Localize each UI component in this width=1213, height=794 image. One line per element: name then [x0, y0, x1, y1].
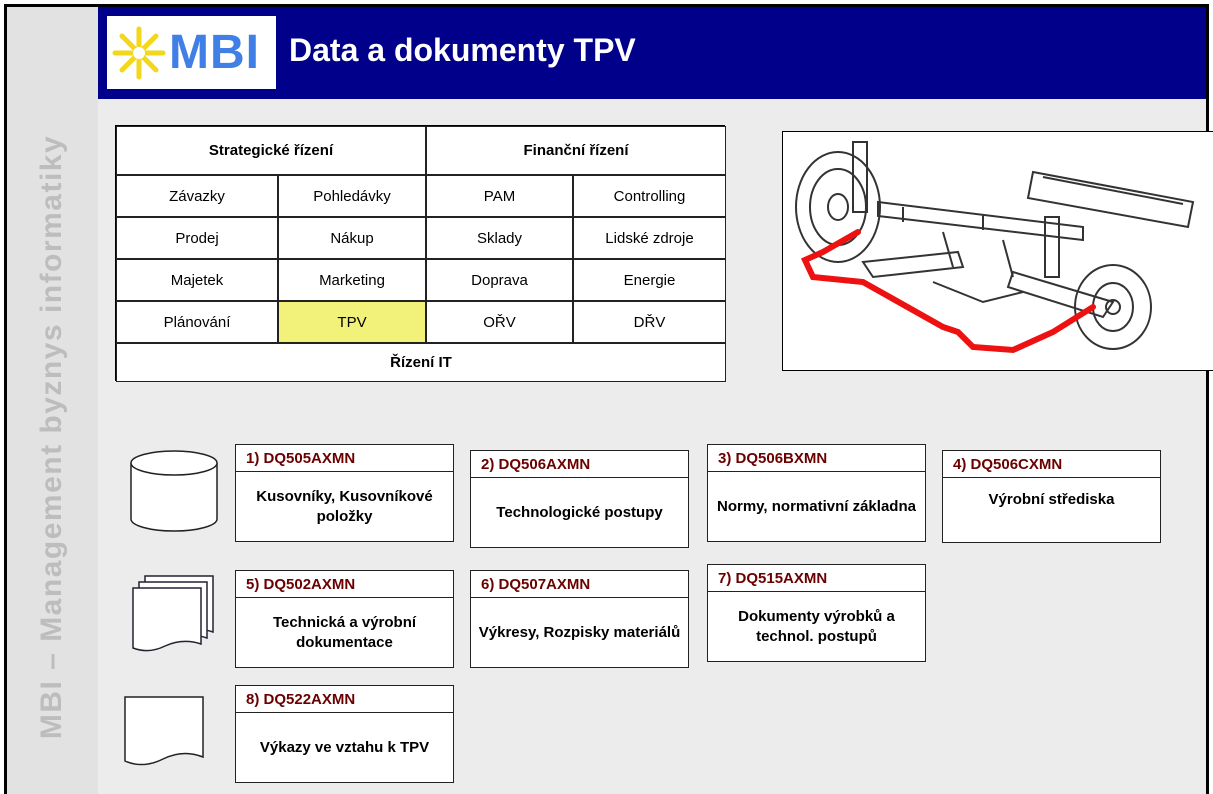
dataset-box-8: 8) DQ522AXMN Výkazy ve vztahu k TPV [235, 685, 454, 783]
grid-cell-zavazky: Závazky [116, 175, 278, 217]
dataset-description: Výrobní střediska [988, 491, 1115, 508]
dataset-code: 1) DQ505AXMN [236, 445, 453, 472]
grid-cell-tpv-highlighted: TPV [278, 301, 426, 343]
grid-header-strategic: Strategické řízení [116, 126, 426, 175]
grid-header-financial: Finanční řízení [426, 126, 726, 175]
dataset-code: 5) DQ502AXMN [236, 571, 453, 598]
dataset-description: Kusovníky, Kusovníkové položky [256, 487, 433, 525]
header-bar: MBI Data a dokumenty TPV [98, 7, 1206, 99]
grid-cell-sklady: Sklady [426, 217, 573, 259]
module-grid: Strategické řízení Finanční řízení Závaz… [115, 125, 726, 382]
logo-text: MBI [169, 26, 260, 79]
sun-star-icon [112, 26, 166, 80]
side-caption: MBI – Management byznys informatiky [35, 134, 68, 740]
document-icon [124, 696, 204, 766]
dataset-description: Technická a výrobní dokumentace [272, 613, 417, 651]
dataset-box-6: 6) DQ507AXMN Výkresy, Rozpisky materiálů [470, 570, 689, 668]
dataset-code: 6) DQ507AXMN [471, 571, 688, 598]
database-icon [130, 450, 218, 532]
dataset-code: 4) DQ506CXMN [943, 451, 1160, 478]
grid-cell-drv: DŘV [573, 301, 726, 343]
dataset-box-1: 1) DQ505AXMN Kusovníky, Kusovníkové polo… [235, 444, 454, 542]
dataset-code: 8) DQ522AXMN [236, 686, 453, 713]
grid-cell-majetek: Majetek [116, 259, 278, 301]
grid-cell-marketing: Marketing [278, 259, 426, 301]
grid-cell-orv: OŘV [426, 301, 573, 343]
dataset-code: 3) DQ506BXMN [708, 445, 925, 472]
dataset-description: Výkazy ve vztahu k TPV [259, 738, 430, 756]
grid-cell-doprava: Doprava [426, 259, 573, 301]
dataset-code: 2) DQ506AXMN [471, 451, 688, 478]
dataset-description: Technologické postupy [496, 503, 663, 521]
grid-cell-nakup: Nákup [278, 217, 426, 259]
dataset-description: Normy, normativní základna [717, 497, 916, 515]
grid-cell-energie: Energie [573, 259, 726, 301]
dataset-box-3: 3) DQ506BXMN Normy, normativní základna [707, 444, 926, 542]
dataset-box-4: 4) DQ506CXMN Výrobní střediska [942, 450, 1161, 543]
grid-cell-planovani: Plánování [116, 301, 278, 343]
dataset-box-5: 5) DQ502AXMN Technická a výrobní dokumen… [235, 570, 454, 668]
logo: MBI [107, 16, 276, 89]
grid-cell-controlling: Controlling [573, 175, 726, 217]
dataset-box-7: 7) DQ515AXMN Dokumenty výrobků a technol… [707, 564, 926, 662]
side-band: MBI – Management byznys informatiky [7, 7, 98, 794]
multi-document-icon [132, 575, 214, 652]
grid-cell-lidske-zdroje: Lidské zdroje [573, 217, 726, 259]
dataset-description: Dokumenty výrobků a technol. postupů [738, 607, 895, 645]
slide: MBI – Management byznys informatiky MBI … [4, 4, 1213, 794]
dataset-box-2: 2) DQ506AXMN Technologické postupy [470, 450, 689, 548]
car-suspension-image [782, 131, 1213, 371]
grid-cell-prodej: Prodej [116, 217, 278, 259]
dataset-description: Výkresy, Rozpisky materiálů [478, 623, 681, 641]
page-title: Data a dokumenty TPV [289, 32, 636, 68]
grid-cell-pohledavky: Pohledávky [278, 175, 426, 217]
grid-cell-pam: PAM [426, 175, 573, 217]
dataset-code: 7) DQ515AXMN [708, 565, 925, 592]
grid-footer-it: Řízení IT [116, 343, 726, 382]
